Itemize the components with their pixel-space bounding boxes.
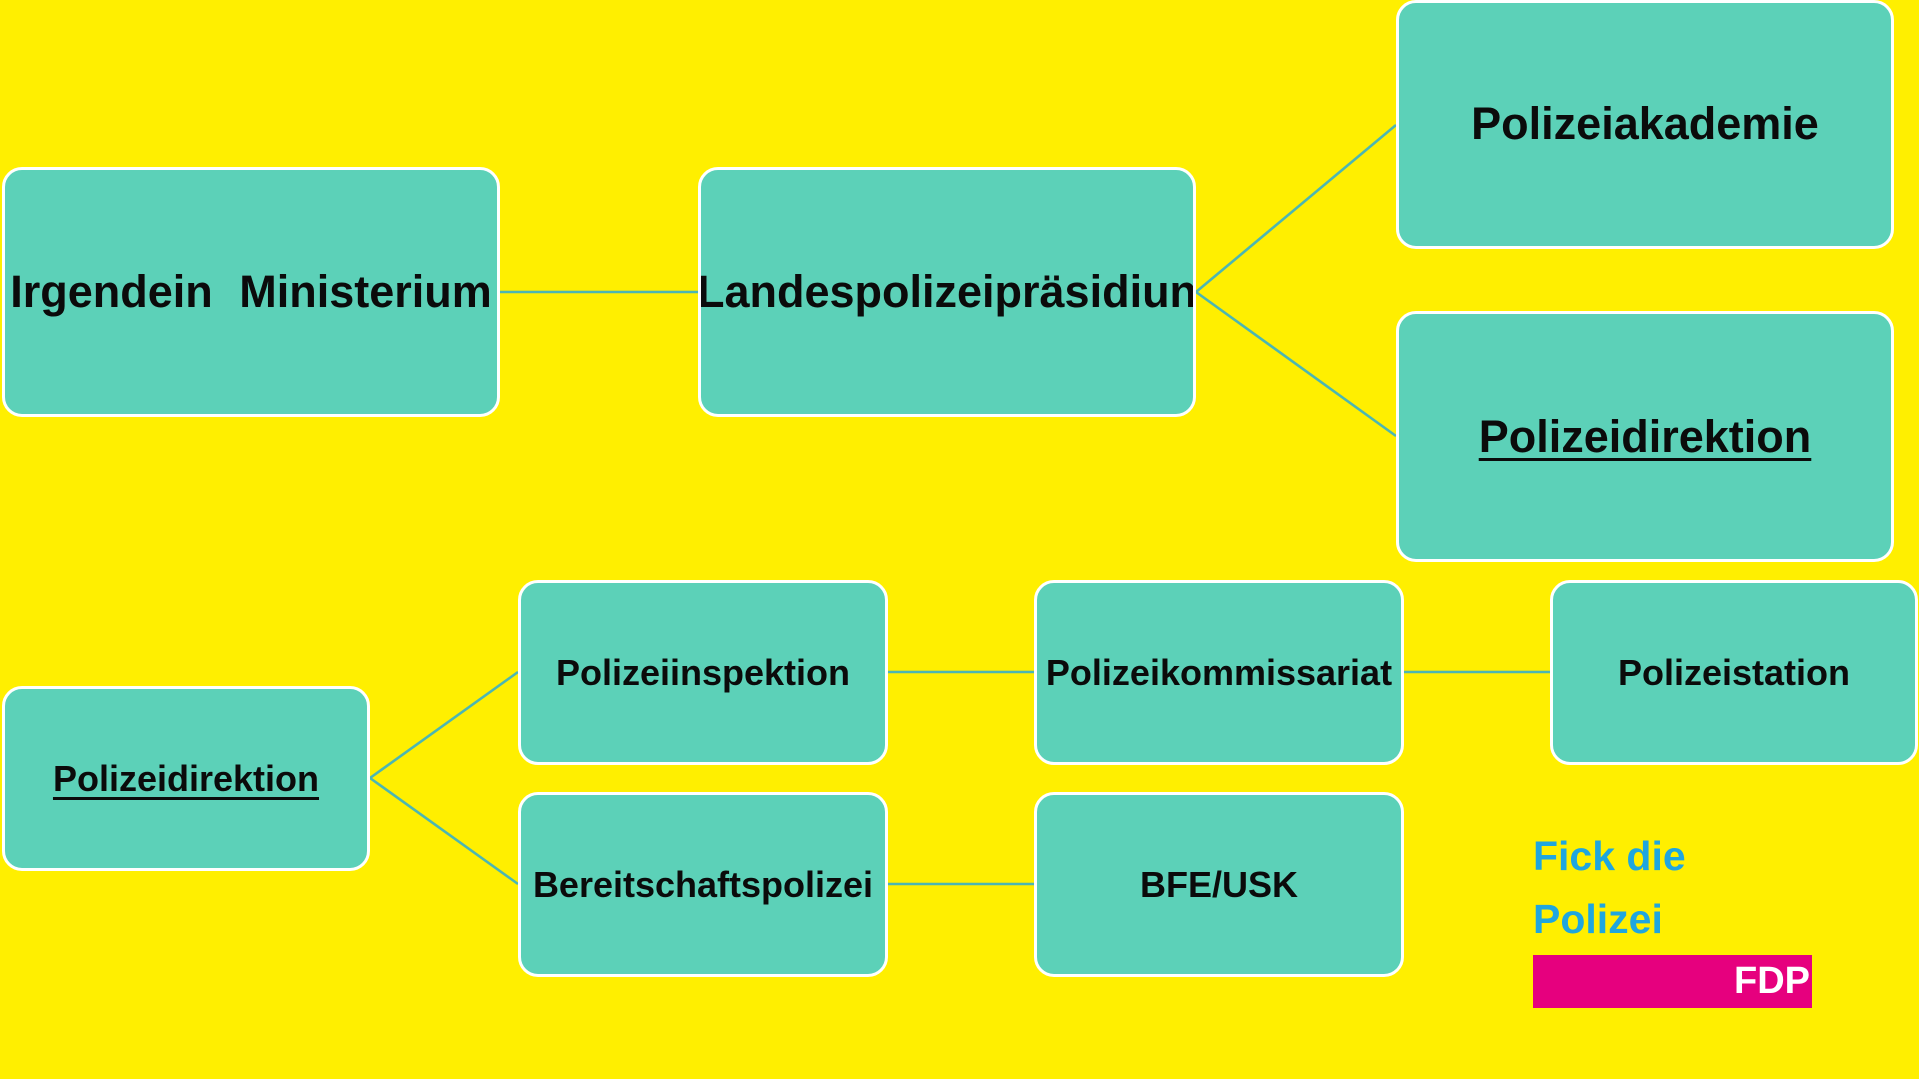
node-bfe-usk: BFE/USK bbox=[1034, 792, 1404, 977]
node-bfe-usk-label: BFE/USK bbox=[1139, 863, 1298, 905]
node-polizeidirektion-sub-label: Polizeidirektion bbox=[52, 757, 320, 799]
node-polizeidirektion-top: Polizeidirektion bbox=[1396, 311, 1894, 562]
node-polizeidirektion-sub: Polizeidirektion bbox=[2, 686, 370, 871]
node-polizeiakademie-label: Polizeiakademie bbox=[1471, 98, 1819, 149]
connector-direktion-inspektion bbox=[369, 670, 519, 780]
node-polizeiakademie: Polizeiakademie bbox=[1396, 0, 1894, 249]
node-landespolizeipraesidium: Landespolizeipräsidiun bbox=[698, 167, 1196, 417]
fdp-party-name: FDP bbox=[1734, 960, 1810, 1002]
node-polizeiinspektion: Polizeiinspektion bbox=[518, 580, 888, 765]
connector-landespolizei-direktion bbox=[1195, 290, 1397, 438]
node-bereitschaftspolizei-label: Bereitschaftspolizei bbox=[532, 863, 874, 905]
node-polizeikommissariat: Polizeikommissariat bbox=[1034, 580, 1404, 765]
node-landespolizeipraesidium-label: Landespolizeipräsidiun bbox=[698, 266, 1196, 317]
node-bereitschaftspolizei: Bereitschaftspolizei bbox=[518, 792, 888, 977]
node-polizeiinspektion-label: Polizeiinspektion bbox=[555, 651, 851, 693]
logo-slogan-line1: Fick die bbox=[1533, 833, 1686, 879]
node-polizeidirektion-top-label: Polizeidirektion bbox=[1478, 410, 1812, 462]
node-ministerium-label: Irgendein Ministerium bbox=[10, 266, 492, 317]
node-polizeistation: Polizeistation bbox=[1550, 580, 1918, 765]
fdp-bar: FDP bbox=[1533, 955, 1812, 1008]
fdp-logo: Fick die Polizei FDP bbox=[1533, 825, 1813, 1008]
connector-direktion-bereitschaft bbox=[369, 776, 519, 886]
node-ministerium: Irgendein Ministerium bbox=[2, 167, 500, 417]
node-polizeistation-label: Polizeistation bbox=[1617, 651, 1851, 693]
node-polizeikommissariat-label: Polizeikommissariat bbox=[1045, 651, 1393, 693]
logo-slogan-line2: Polizei bbox=[1533, 896, 1663, 942]
connector-landespolizei-akademie bbox=[1195, 124, 1397, 293]
